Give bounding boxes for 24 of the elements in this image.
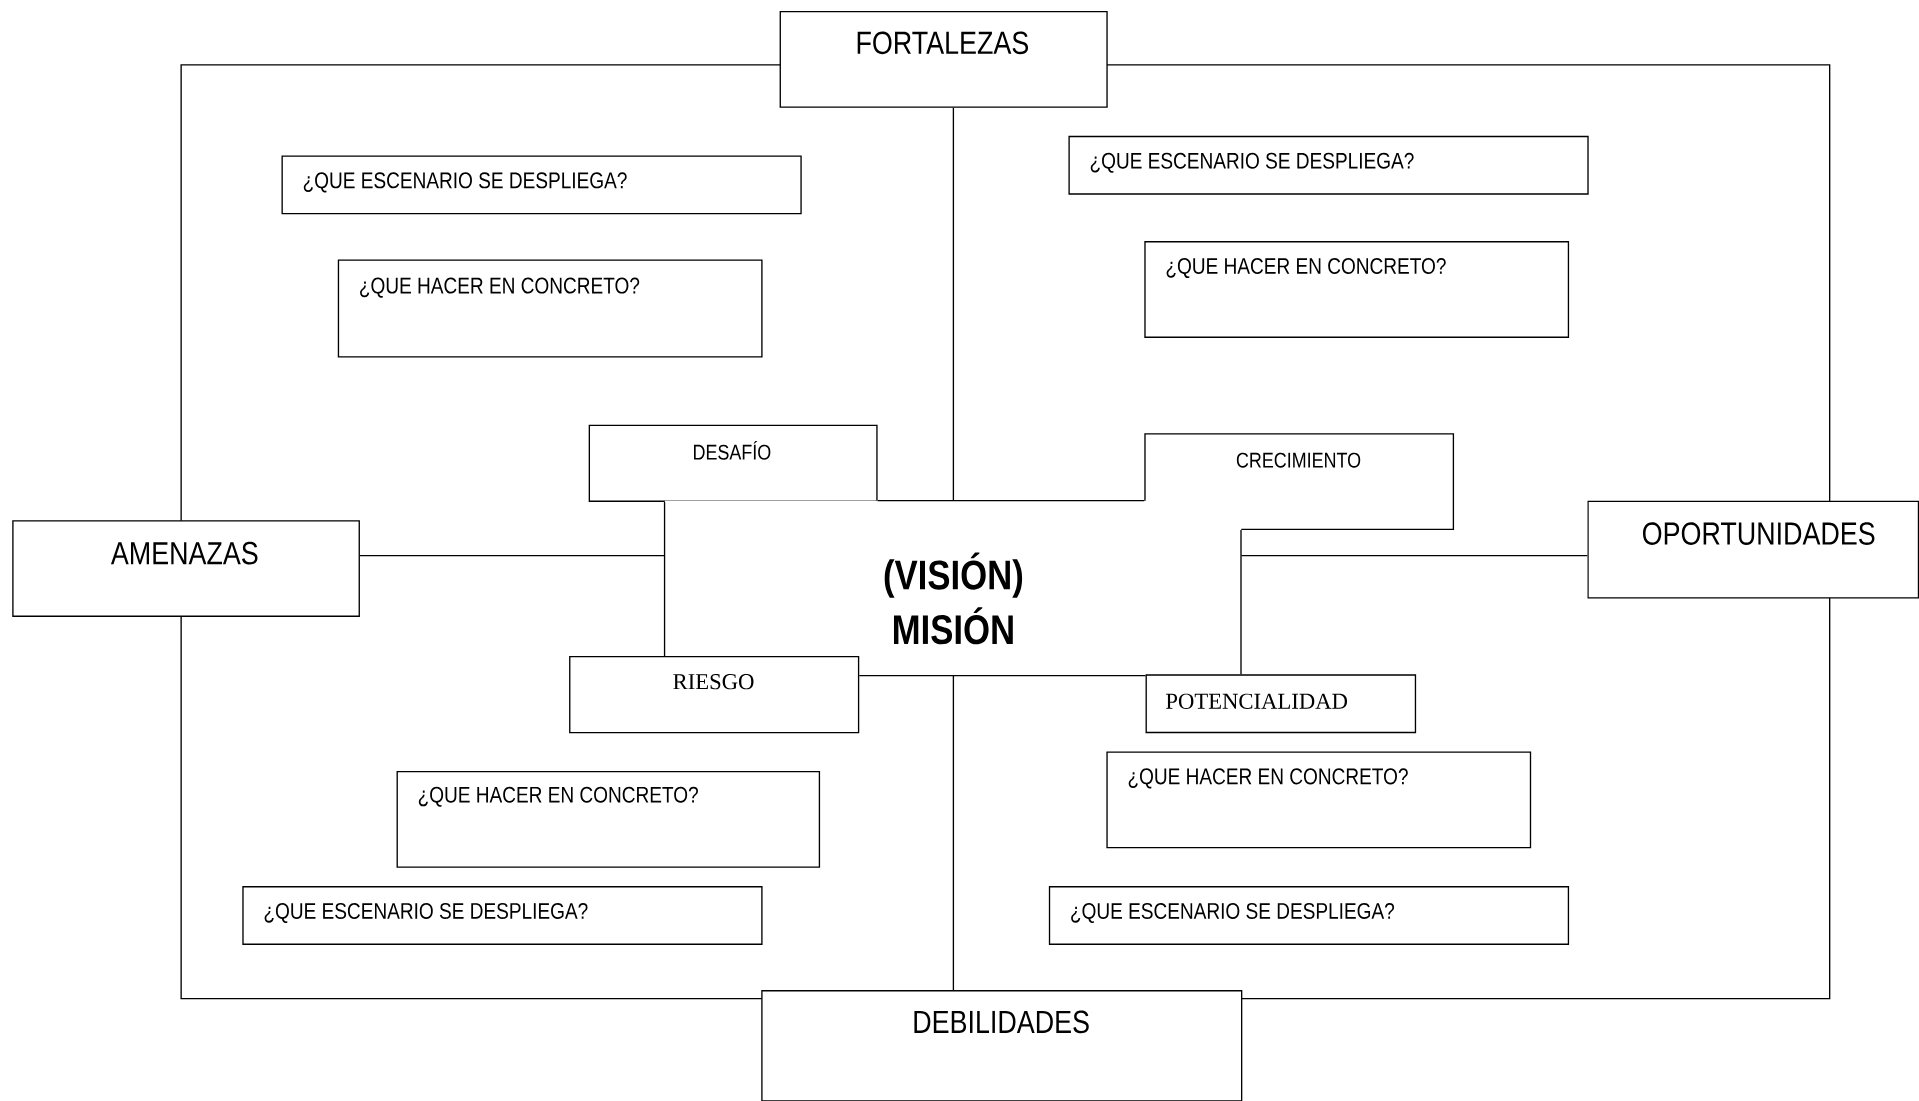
question-box: ¿QUE ESCENARIO SE DESPLIEGA? [242,885,763,945]
swot-box: DEBILIDADES [761,989,1243,1101]
connector-line [952,106,955,501]
question-box: ¿QUE ESCENARIO SE DESPLIEGA? [281,155,802,215]
connector-line [1240,554,1588,557]
connector-line [858,674,1147,676]
swot-box: AMENAZAS [12,519,360,617]
question-box: ¿QUE HACER EN CONCRETO? [337,259,763,358]
swot-box: OPORTUNIDADES [1587,500,1919,599]
question-box: ¿QUE HACER EN CONCRETO? [396,770,821,868]
connector-line [663,501,666,657]
swot-box: FORTALEZAS [779,10,1108,108]
quadrant-box: RIESGO [569,655,860,733]
connector-line [876,499,1145,501]
connector-line [359,554,666,557]
quadrant-box: DESAFÍO [588,424,878,502]
question-box: ¿QUE HACER EN CONCRETO? [1144,240,1570,338]
connector-line [952,675,955,991]
quadrant-box: CRECIMIENTO [1144,433,1455,530]
question-box: ¿QUE ESCENARIO SE DESPLIEGA? [1048,885,1570,945]
quadrant-box: POTENCIALIDAD [1145,674,1417,733]
question-box: ¿QUE ESCENARIO SE DESPLIEGA? [1068,135,1589,195]
connector-line [1240,529,1242,675]
question-box: ¿QUE HACER EN CONCRETO? [1106,751,1532,848]
